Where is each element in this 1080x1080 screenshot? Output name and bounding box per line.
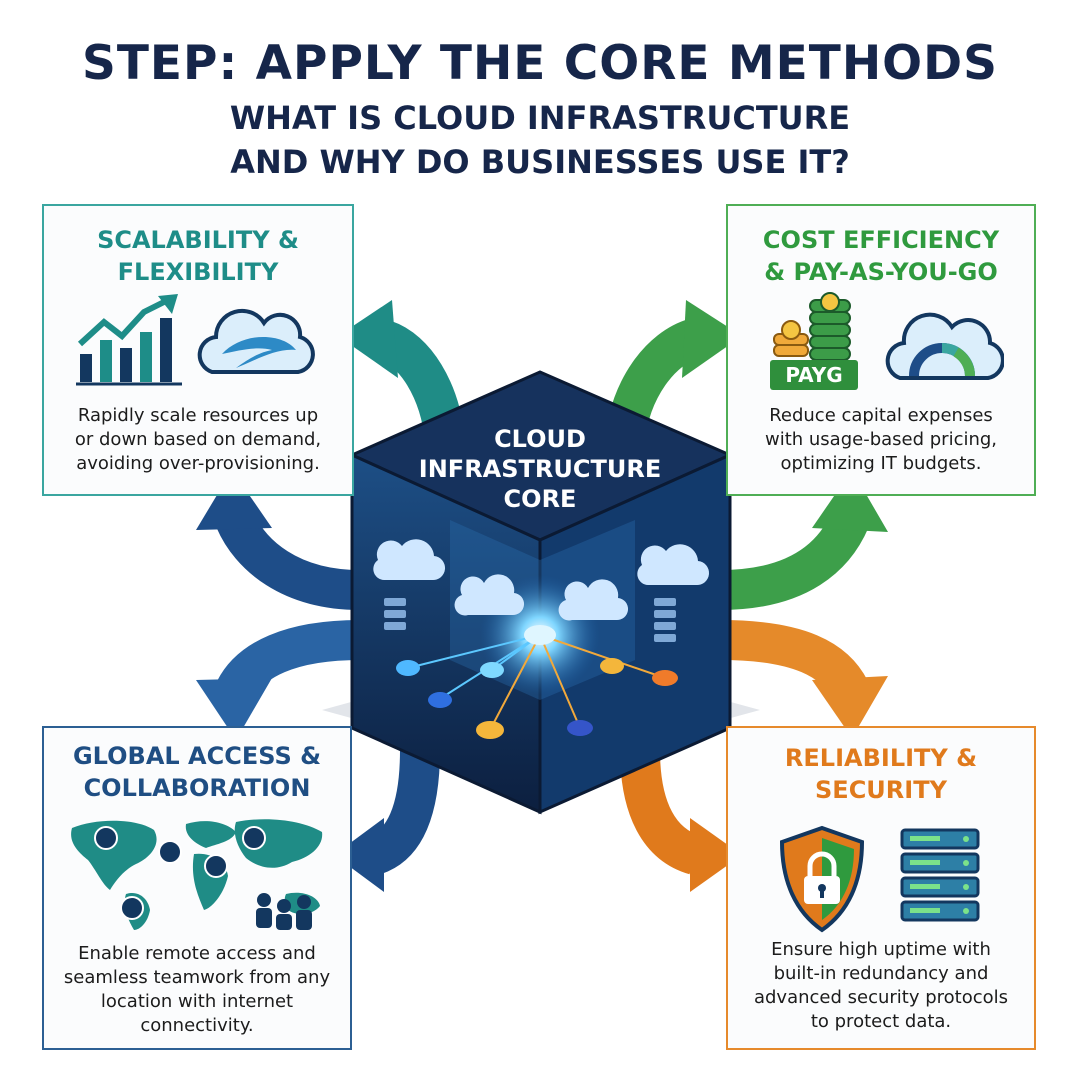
network-node: [396, 625, 678, 739]
card-title-line: COLLABORATION: [83, 774, 311, 802]
core-label-line: CORE: [503, 485, 577, 513]
server-rack-icon: [900, 828, 980, 922]
card-text-line: location with internet: [100, 991, 294, 1012]
card-text-line: with usage-based pricing,: [764, 429, 998, 450]
card-description: Ensure high uptime with built-in redunda…: [740, 938, 1022, 1034]
card-text-line: advanced security protocols: [753, 987, 1009, 1008]
subtitle-line: WHAT IS CLOUD INFRASTRUCTURE: [229, 99, 851, 137]
card-description: Reduce capital expenses with usage-based…: [740, 404, 1022, 476]
card-title-line: SECURITY: [815, 776, 947, 804]
server-rack-icon: [384, 598, 676, 642]
subtitle-line: AND WHY DO BUSINESSES USE IT?: [230, 143, 850, 181]
page-subtitle: WHAT IS CLOUD INFRASTRUCTURE AND WHY DO …: [0, 96, 1080, 184]
card-text-line: connectivity.: [140, 1015, 254, 1036]
core-label-line: CLOUD: [494, 425, 586, 453]
card-title: GLOBAL ACCESS & COLLABORATION: [44, 740, 350, 804]
growth-chart-icon: [76, 294, 182, 386]
world-map-icon: [71, 819, 323, 930]
card-title-line: SCALABILITY &: [97, 226, 299, 254]
arrow-right-lower: [719, 620, 888, 738]
card-description: Rapidly scale resources up or down based…: [56, 404, 340, 476]
cloud-icon: [373, 539, 710, 621]
card-global-access: GLOBAL ACCESS & COLLABORATION E: [42, 726, 352, 1050]
card-text-line: built-in redundancy and: [773, 963, 989, 984]
card-text-line: Enable remote access and: [78, 943, 316, 964]
coin-stack-icon: [770, 292, 858, 390]
card-title: RELIABILITY & SECURITY: [728, 742, 1034, 806]
card-title-line: & PAY-AS-YOU-GO: [764, 258, 998, 286]
page-title: STEP: APPLY THE CORE METHODS: [82, 36, 998, 91]
card-reliability: RELIABILITY & SECURITY Ensure high uptim: [726, 726, 1036, 1050]
card-text-line: to protect data.: [810, 1011, 952, 1032]
card-title-line: COST EFFICIENCY: [762, 226, 1000, 254]
cloud-gauge-icon: [885, 312, 1004, 380]
arrow-right-upper: [719, 470, 888, 610]
card-title-line: RELIABILITY &: [784, 744, 978, 772]
card-title: SCALABILITY & FLEXIBILITY: [44, 224, 352, 288]
card-description: Enable remote access and seamless teamwo…: [56, 942, 338, 1038]
cloud-core-cube: [348, 370, 734, 815]
card-title-line: GLOBAL ACCESS &: [72, 742, 322, 770]
card-text-line: Ensure high uptime with: [771, 939, 991, 960]
card-cost-efficiency: COST EFFICIENCY & PAY-AS-YOU-GO PAYG Red…: [726, 204, 1036, 496]
card-title-line: FLEXIBILITY: [117, 258, 279, 286]
card-text-line: Reduce capital expenses: [769, 405, 993, 426]
card-text-line: seamless teamwork from any: [63, 967, 331, 988]
cloud-icon: [197, 308, 315, 374]
arrow-left-upper: [196, 470, 361, 610]
people-icon: [94, 826, 266, 920]
card-text-line: avoiding over-provisioning.: [76, 453, 320, 474]
core-label-line: INFRASTRUCTURE: [418, 455, 662, 483]
card-text-line: Rapidly scale resources up: [77, 405, 319, 426]
payg-badge: PAYG: [785, 363, 843, 387]
card-title: COST EFFICIENCY & PAY-AS-YOU-GO: [728, 224, 1034, 288]
shield-lock-icon: [779, 825, 865, 933]
arrow-to-global: [334, 749, 440, 892]
core-label: CLOUD INFRASTRUCTURE CORE: [380, 424, 700, 514]
card-scalability: SCALABILITY & FLEXIBILITY Rapidly scale …: [42, 204, 354, 496]
card-text-line: or down based on demand,: [74, 429, 322, 450]
card-text-line: optimizing IT budgets.: [780, 453, 982, 474]
arrow-to-scalability: [338, 300, 465, 443]
arrow-left-lower: [196, 620, 361, 740]
